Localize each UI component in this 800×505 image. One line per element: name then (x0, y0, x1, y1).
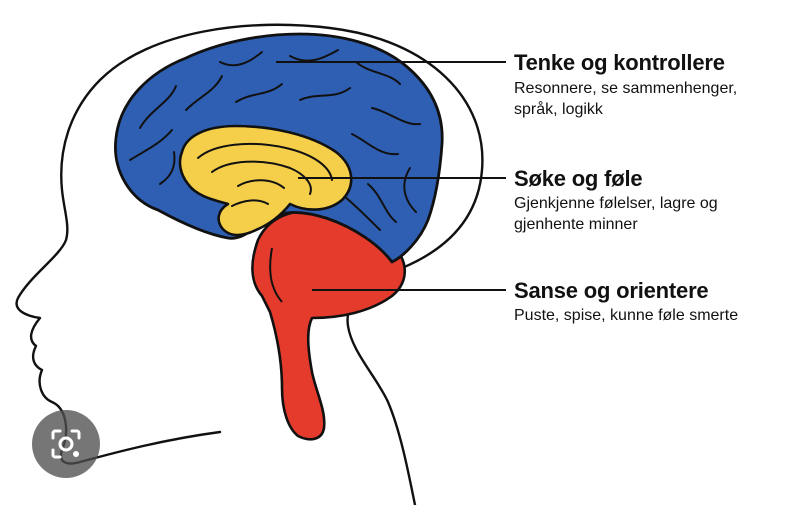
label-title-limbic: Søke og føle (514, 166, 642, 192)
label-desc-line: Puste, spise, kunne føle smerte (514, 305, 738, 326)
label-desc-line: språk, logikk (514, 99, 737, 120)
label-desc-line: gjenhente minner (514, 214, 718, 235)
label-desc-brainstem: Puste, spise, kunne føle smerte (514, 305, 738, 326)
visual-search-icon (49, 427, 83, 461)
label-desc-limbic: Gjenkjenne følelser, lagre og gjenhente … (514, 193, 718, 235)
label-title-brainstem: Sanse og orientere (514, 278, 708, 304)
label-title-cerebrum: Tenke og kontrollere (514, 50, 725, 76)
label-desc-line: Resonnere, se sammenhenger, (514, 78, 737, 99)
visual-search-button[interactable] (32, 410, 100, 478)
label-desc-line: Gjenkjenne følelser, lagre og (514, 193, 718, 214)
label-desc-cerebrum: Resonnere, se sammenhenger, språk, logik… (514, 78, 737, 120)
